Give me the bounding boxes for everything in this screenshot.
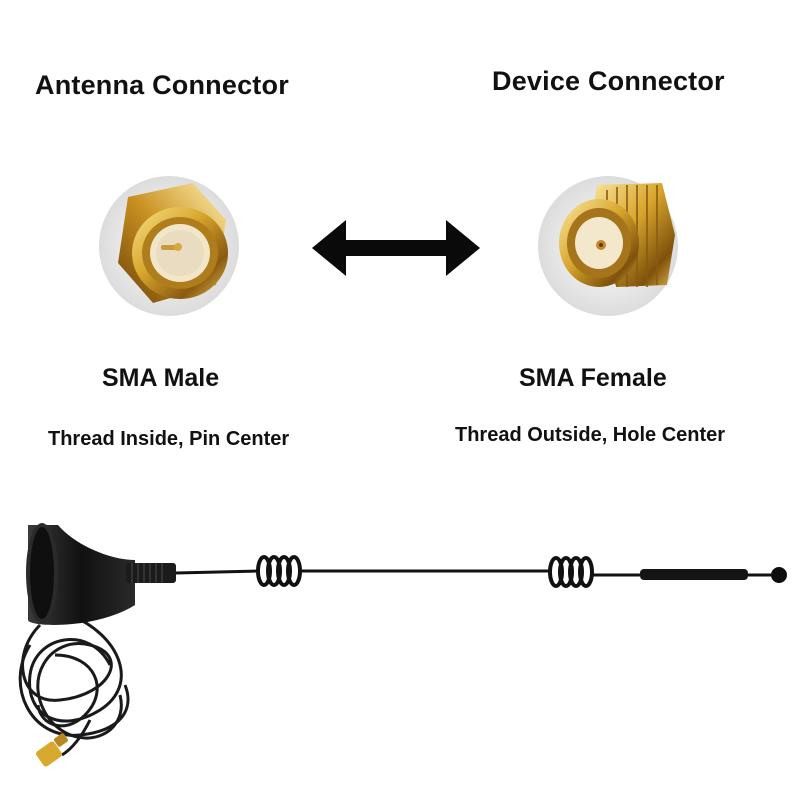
device-connector-heading: Device Connector — [492, 66, 725, 96]
sma-male-connector-image — [99, 176, 239, 316]
antenna-connector-heading: Antenna Connector — [35, 70, 289, 100]
sma-male-description: Thread Inside, Pin Center — [48, 428, 290, 450]
sma-male-label: SMA Male — [102, 364, 220, 392]
magnetic-base-antenna-image — [18, 523, 787, 767]
sma-female-connector-image — [538, 176, 678, 316]
double-arrow-icon — [312, 220, 480, 276]
sma-female-label: SMA Female — [519, 364, 667, 392]
sma-female-description: Thread Outside, Hole Center — [455, 424, 726, 446]
